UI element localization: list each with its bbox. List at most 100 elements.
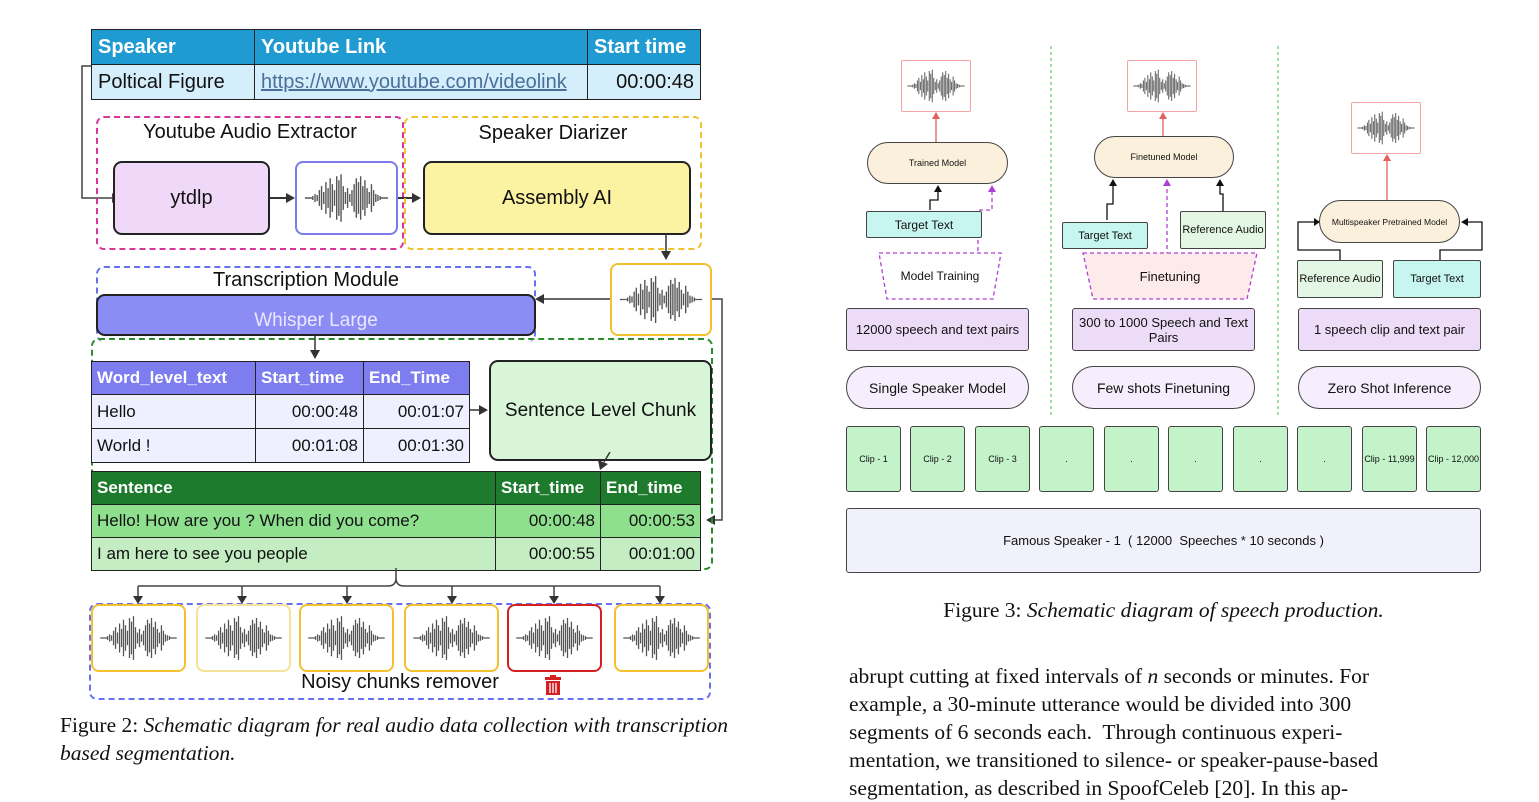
clip-box: Clip - 2 (910, 426, 965, 492)
trained-model-box: Trained Model (867, 142, 1008, 184)
text-line: example, a 30-minute utterance would be … (849, 692, 1352, 716)
text-line: mentation, we transitioned to silence- o… (849, 748, 1379, 772)
waveform-icon (507, 604, 602, 672)
single-speaker-model: Single Speaker Model (846, 366, 1029, 409)
text-fragment: seconds or minutes. For (1158, 664, 1370, 688)
youtube-link-table: Speaker Youtube Link Start time Poltical… (91, 29, 701, 100)
pairs-box-col3: 1 speech clip and text pair (1298, 308, 1481, 351)
clip-box: Clip - 11,999 (1362, 426, 1417, 492)
cell-sentence: Hello! How are you ? When did you come? (91, 504, 496, 538)
trash-icon (545, 675, 561, 695)
cell-word: Hello (91, 394, 256, 429)
text-fragment: abrupt cutting at fixed intervals of (849, 664, 1148, 688)
body-paragraph: abrupt cutting at fixed intervals of n s… (849, 662, 1481, 802)
model-training-trapezoid (878, 252, 1002, 300)
reference-audio-box: Reference Audio (1297, 260, 1383, 298)
text-line: abrupt cutting at fixed intervals of n s… (849, 662, 1481, 690)
clip-box: Clip - 3 (975, 426, 1030, 492)
header-start-time: Start_time (255, 361, 364, 395)
cell-end: 00:01:30 (363, 428, 470, 463)
waveform-icon (196, 604, 291, 672)
figure-2-caption: Figure 2: Schematic diagram for real aud… (60, 711, 760, 767)
few-shots-finetuning: Few shots Finetuning (1072, 366, 1255, 409)
waveform-icon (299, 604, 394, 672)
cell-start: 00:00:48 (495, 504, 601, 538)
cell-end: 00:01:00 (600, 537, 701, 571)
arrow (398, 193, 421, 203)
clip-box: Clip - 1 (846, 426, 901, 492)
finetuned-model-box: Finetuned Model (1094, 136, 1234, 178)
clip-box: . (1104, 426, 1159, 492)
whisper-large-box: Whisper Large (96, 294, 536, 336)
assembly-ai-box: Assembly AI (423, 161, 691, 235)
caption-prefix: Figure 3: (943, 598, 1022, 622)
clip-box: Clip - 12,000 (1426, 426, 1481, 492)
arrow (932, 112, 940, 142)
caption-prefix: Figure 2: (60, 713, 139, 737)
cell-start-time: 00:00:48 (587, 64, 701, 100)
zero-shot-inference: Zero Shot Inference (1298, 366, 1481, 409)
header-youtube-link: Youtube Link (254, 29, 588, 65)
model-training-label: Model Training (900, 269, 980, 283)
reference-audio-box: Reference Audio (1180, 211, 1266, 249)
header-speaker: Speaker (91, 29, 255, 65)
table-row: Hello 00:00:48 00:01:07 (91, 394, 470, 429)
target-text-box: Target Text (1062, 222, 1148, 249)
clip-box: . (1168, 426, 1223, 492)
arrow (535, 294, 610, 304)
audio-extractor-group (96, 116, 404, 250)
table-row: I am here to see you people 00:00:55 00:… (91, 537, 701, 571)
speaker-diarizer-label: Speaker Diarizer (478, 122, 628, 144)
caption-text: Schematic diagram of speech production. (1026, 598, 1384, 622)
ytdlp-box: ytdlp (113, 161, 270, 235)
arrow (310, 335, 320, 359)
cell-word: World ! (91, 428, 256, 463)
cell-end: 00:01:07 (363, 394, 470, 429)
waveform-icon (614, 604, 709, 672)
finetuning-label: Finetuning (1139, 268, 1201, 284)
caption-text: Schematic diagram for real audio data co… (60, 713, 729, 765)
clip-box: . (1039, 426, 1094, 492)
noisy-chunks-group (89, 603, 711, 700)
sentence-level-chunk-box: Sentence Level Chunk (489, 360, 712, 461)
target-text-box: Target Text (1393, 260, 1481, 298)
table-row: World ! 00:01:08 00:01:30 (91, 428, 470, 463)
cell-start: 00:00:55 (495, 537, 601, 571)
audio-extractor-label: Youtube Audio Extractor (143, 121, 357, 143)
header-sentence: Sentence (91, 471, 496, 505)
cell-youtube-link[interactable]: https://www.youtube.com/videolink (254, 64, 588, 100)
clip-box: . (1297, 426, 1352, 492)
header-start-time: Start time (587, 29, 701, 65)
waveform-icon (295, 161, 398, 235)
figure-3-caption: Figure 3: Schematic diagram of speech pr… (846, 598, 1481, 623)
pairs-box-col2: 300 to 1000 Speech and Text Pairs (1072, 308, 1255, 351)
text-line: segments of 6 seconds each. Through cont… (849, 720, 1343, 744)
arrow (470, 405, 488, 415)
cell-end: 00:00:53 (600, 504, 701, 538)
waveform-icon (404, 604, 499, 672)
header-word-level-text: Word_level_text (91, 361, 256, 395)
multispeaker-pretrained-model-box: Multispeaker Pretrained Model (1319, 200, 1460, 243)
youtube-link[interactable]: https://www.youtube.com/videolink (261, 70, 567, 93)
waveform-icon (901, 60, 971, 112)
arrows-col2 (1106, 179, 1224, 256)
word-level-table: Word_level_text Start_time End_Time Hell… (91, 361, 470, 463)
waveform-icon (610, 263, 712, 336)
noisy-chunks-label: Noisy chunks remover (301, 671, 499, 693)
header-start-time: Start_time (495, 471, 601, 505)
arrow (661, 234, 671, 260)
waveform-icon (1351, 102, 1421, 154)
column-dividers (1050, 46, 1279, 416)
finetuning-trapezoid (1082, 252, 1258, 300)
famous-speaker-box: Famous Speaker - 1 ( 12000 Speeches * 10… (846, 508, 1481, 573)
clip-box: . (1233, 426, 1288, 492)
cell-start: 00:00:48 (255, 394, 364, 429)
fan-out-arrows (133, 568, 665, 604)
arrow (598, 452, 611, 470)
waveform-icon (1127, 60, 1197, 112)
pairs-box-col1: 12000 speech and text pairs (846, 308, 1029, 351)
header-end-time: End_Time (363, 361, 470, 395)
waveform-icon (91, 604, 186, 672)
table-row: Hello! How are you ? When did you come? … (91, 504, 701, 538)
text-line: segmentation, as described in SpoofCeleb… (849, 776, 1349, 800)
